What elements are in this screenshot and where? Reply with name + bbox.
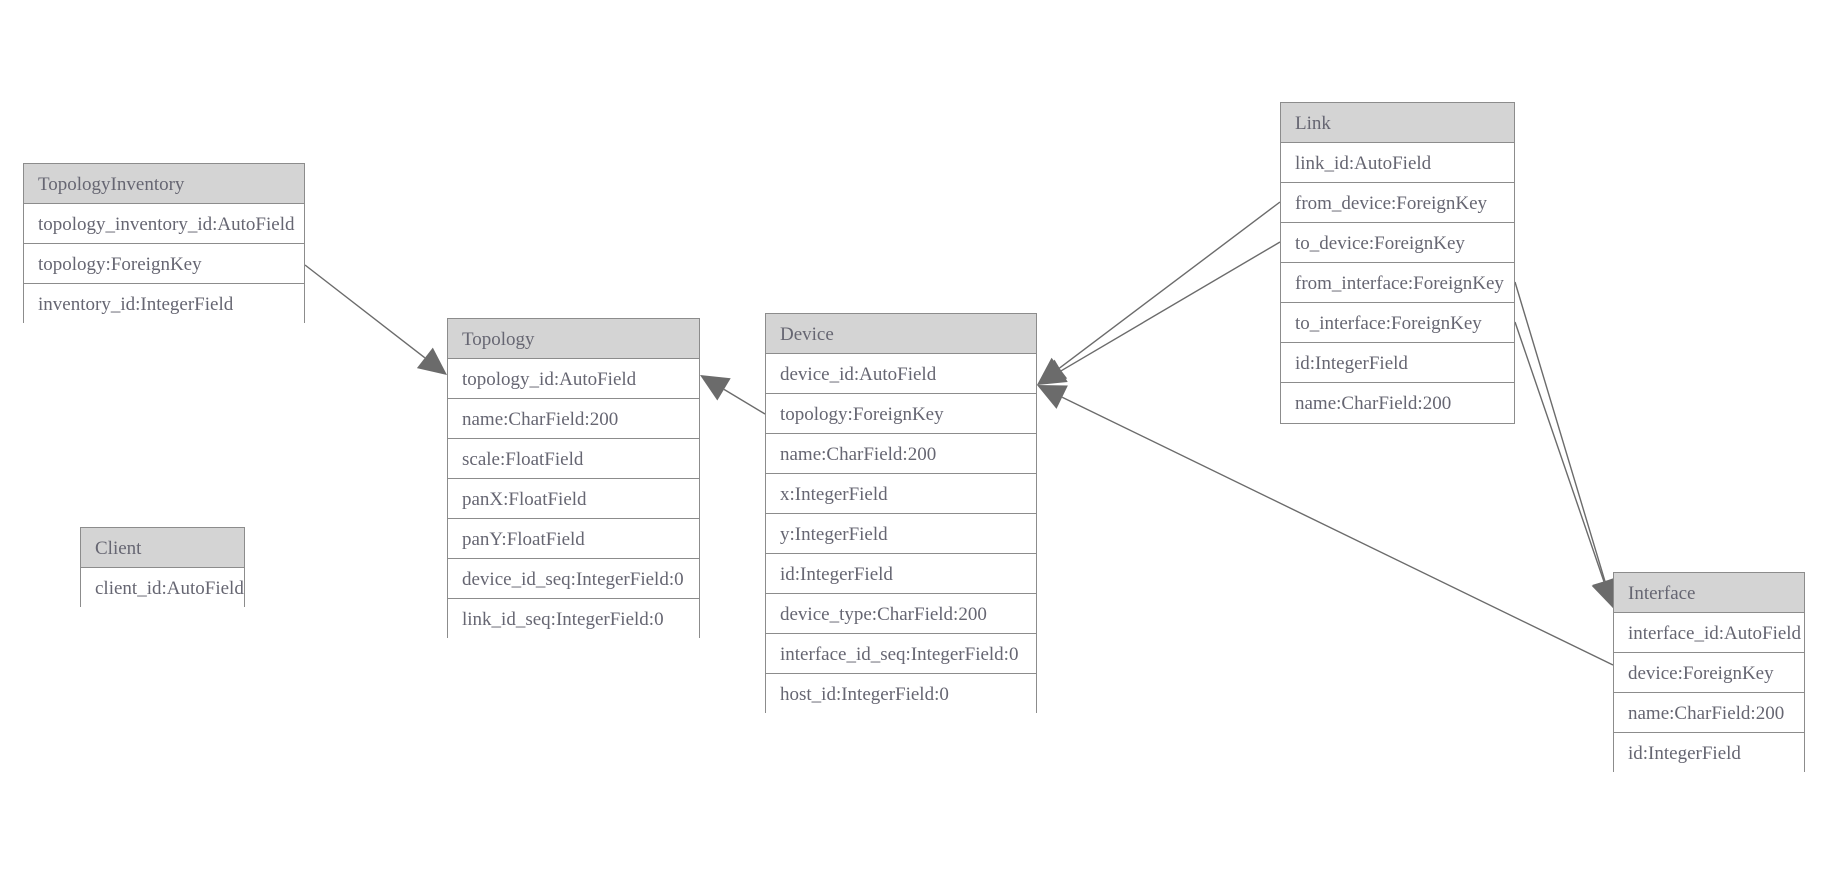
entity-field-row: interface_id:AutoField — [1614, 613, 1804, 653]
entity-field-row: client_id:AutoField — [81, 568, 244, 608]
entity-field-row: to_interface:ForeignKey — [1281, 303, 1514, 343]
relation-device-to-topology — [700, 375, 766, 415]
entity-field-row: link_id_seq:IntegerField:0 — [448, 599, 699, 639]
entity-field-row: name:CharField:200 — [1281, 383, 1514, 423]
entity-title-device: Device — [766, 314, 1036, 354]
entity-field-row: id:IntegerField — [766, 554, 1036, 594]
entity-field-row: to_device:ForeignKey — [1281, 223, 1514, 263]
relation-link-to-device-to-device — [1037, 241, 1281, 385]
entity-title-topology: Topology — [448, 319, 699, 359]
entity-field-row: device_id_seq:IntegerField:0 — [448, 559, 699, 599]
entity-field-row: name:CharField:200 — [766, 434, 1036, 474]
entity-title-topology_inventory: TopologyInventory — [24, 164, 304, 204]
relation-topologyinventory-to-topology — [304, 264, 447, 375]
entity-field-row: panX:FloatField — [448, 479, 699, 519]
entity-field-row: host_id:IntegerField:0 — [766, 674, 1036, 714]
entity-field-row: interface_id_seq:IntegerField:0 — [766, 634, 1036, 674]
entity-field-row: x:IntegerField — [766, 474, 1036, 514]
relation-line — [1514, 321, 1605, 582]
entity-title-interface: Interface — [1614, 573, 1804, 613]
entity-field-row: name:CharField:200 — [1614, 693, 1804, 733]
entity-field-row: topology:ForeignKey — [24, 244, 304, 284]
entity-field-row: inventory_id:IntegerField — [24, 284, 304, 324]
relation-arrowhead — [1037, 357, 1068, 385]
relation-interface-device-to-device — [1037, 385, 1614, 666]
relation-link-to-interface-to-interface — [1514, 321, 1617, 608]
entity-field-row: from_interface:ForeignKey — [1281, 263, 1514, 303]
entity-field-row: topology_id:AutoField — [448, 359, 699, 399]
relation-line — [1514, 281, 1606, 582]
relation-arrowhead — [1037, 385, 1068, 409]
relation-line — [1061, 396, 1614, 666]
entity-field-row: topology_inventory_id:AutoField — [24, 204, 304, 244]
relation-line — [723, 388, 766, 415]
relation-line — [1058, 201, 1281, 369]
relation-link-from-device-to-device — [1037, 201, 1281, 385]
relation-arrowhead — [1037, 359, 1068, 385]
relation-arrowhead — [700, 375, 731, 401]
entity-field-row: device:ForeignKey — [1614, 653, 1804, 693]
entity-field-row: topology:ForeignKey — [766, 394, 1036, 434]
entity-field-row: link_id:AutoField — [1281, 143, 1514, 183]
relation-line — [1060, 241, 1281, 372]
entity-field-row: name:CharField:200 — [448, 399, 699, 439]
relation-link-from-interface-to-interface — [1514, 281, 1618, 608]
entity-field-row: id:IntegerField — [1614, 733, 1804, 773]
entity-title-link: Link — [1281, 103, 1514, 143]
entity-field-row: id:IntegerField — [1281, 343, 1514, 383]
entity-field-row: panY:FloatField — [448, 519, 699, 559]
entity-title-client: Client — [81, 528, 244, 568]
entity-field-row: y:IntegerField — [766, 514, 1036, 554]
entity-field-row: device_type:CharField:200 — [766, 594, 1036, 634]
relation-line — [304, 264, 426, 359]
entity-field-row: device_id:AutoField — [766, 354, 1036, 394]
entity-field-row: scale:FloatField — [448, 439, 699, 479]
relation-arrowhead — [416, 347, 447, 375]
entity-field-row: from_device:ForeignKey — [1281, 183, 1514, 223]
